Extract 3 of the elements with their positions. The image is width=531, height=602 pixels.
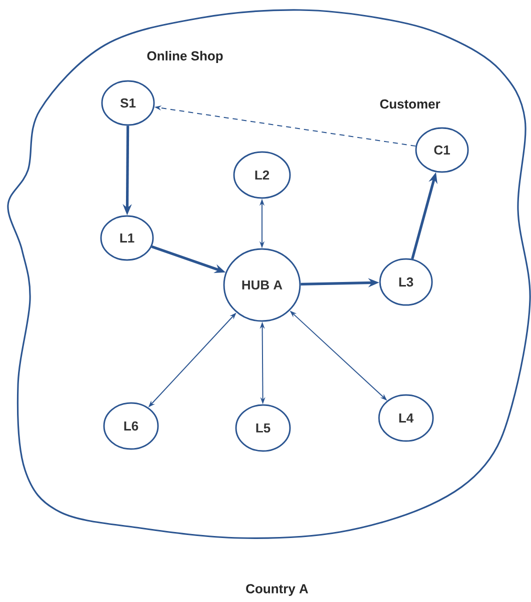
node-caption: Online Shop [147, 50, 223, 64]
node-label: Country A [246, 584, 308, 596]
node-caption: Customer [380, 99, 440, 109]
